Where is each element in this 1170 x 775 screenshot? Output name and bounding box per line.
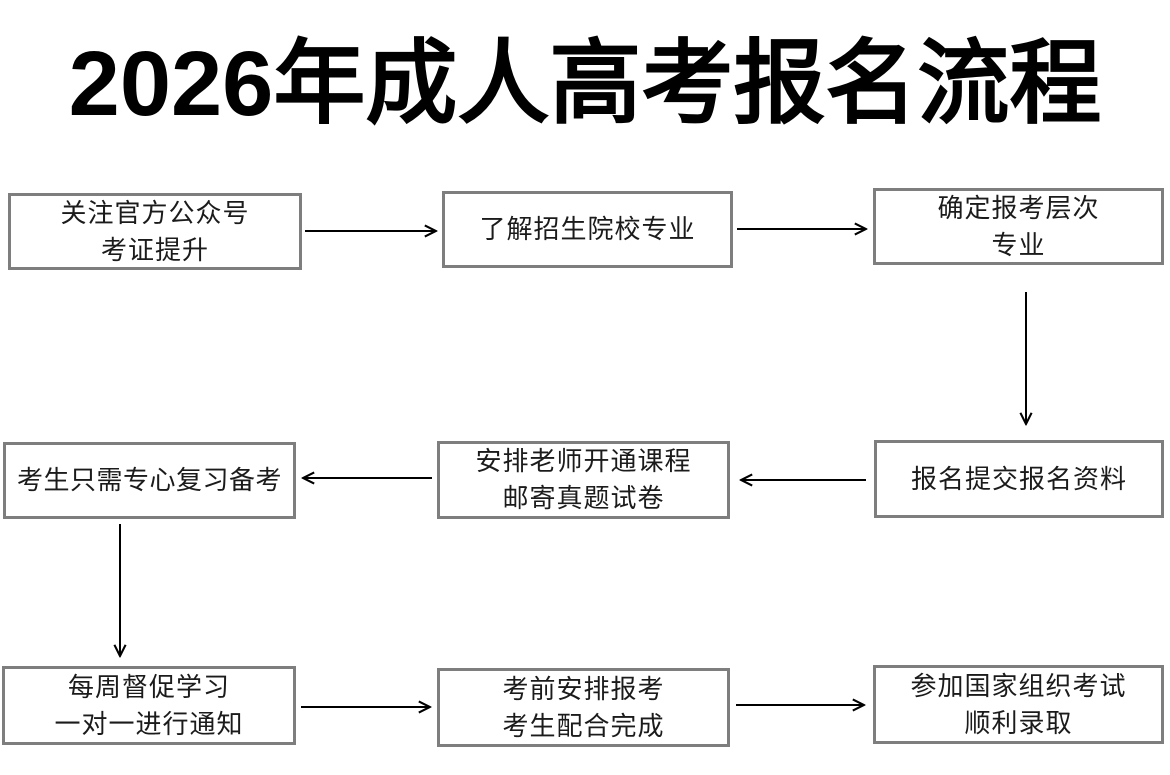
flow-box-teacher-course-papers: 安排老师开通课程 邮寄真题试卷 xyxy=(437,441,730,519)
flow-box-pre-exam-arrangement: 考前安排报考 考生配合完成 xyxy=(437,668,730,747)
flow-box-line: 顺利录取 xyxy=(964,707,1073,738)
flow-box-line: 专业 xyxy=(991,229,1046,260)
flow-box-follow-official-account: 关注官方公众号 考证提升 xyxy=(8,193,302,270)
flow-box-line: 关注官方公众号 xyxy=(60,197,250,228)
page-title: 2026年成人高考报名流程 xyxy=(68,33,1102,135)
flow-box-line: 考生只需专心复习备考 xyxy=(16,465,282,495)
flow-box-line: 一对一进行通知 xyxy=(54,708,244,739)
flow-box-line: 考生配合完成 xyxy=(502,710,665,741)
flow-box-focus-on-review: 考生只需专心复习备考 xyxy=(3,442,296,519)
flow-box-line: 安排老师开通课程 xyxy=(475,446,692,476)
flow-box-line: 报名提交报名资料 xyxy=(910,463,1127,494)
flow-box-learn-college-majors: 了解招生院校专业 xyxy=(442,191,733,268)
flow-box-line: 邮寄真题试卷 xyxy=(502,483,665,513)
flow-box-line: 考证提升 xyxy=(100,234,209,265)
flow-box-line: 确定报考层次 xyxy=(937,192,1100,223)
flow-box-national-exam-admission: 参加国家组织考试 顺利录取 xyxy=(873,665,1164,744)
flow-box-submit-registration: 报名提交报名资料 xyxy=(874,440,1164,518)
flow-box-choose-level-major: 确定报考层次 专业 xyxy=(873,188,1164,265)
flow-box-line: 了解招生院校专业 xyxy=(479,214,696,244)
flow-box-line: 每周督促学习 xyxy=(67,671,230,702)
flow-box-line: 考前安排报考 xyxy=(502,673,665,704)
flow-box-line: 参加国家组织考试 xyxy=(910,670,1127,701)
flow-box-weekly-study-reminders: 每周督促学习 一对一进行通知 xyxy=(2,666,296,745)
